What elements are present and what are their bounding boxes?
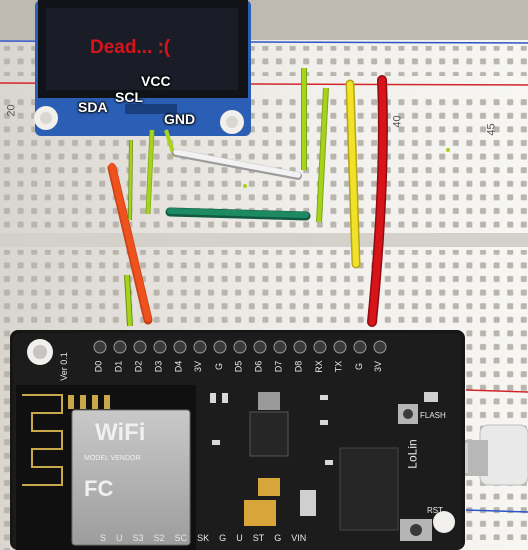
bottom-pin-label: S2 [153, 533, 165, 543]
sda-pin-label: SDA [78, 99, 108, 115]
center-channel [0, 233, 528, 247]
module-model-text: MODEL VENDOR [84, 455, 141, 462]
pin-label-3v: 3V [193, 360, 204, 373]
pin-label-d8: D8 [293, 360, 304, 373]
pin-label-g2: G [354, 362, 365, 371]
pin-label-rx: RX [313, 360, 324, 373]
board-version-label: Ver 0.1 [58, 352, 69, 381]
oled-module [34, 0, 251, 136]
bottom-pin-label: SC [174, 533, 188, 543]
bottom-pin-label: SK [197, 533, 210, 543]
wifi-logo: WiFi [95, 419, 146, 446]
pin-label-d2: D2 [133, 360, 144, 373]
bottom-pin-label: S3 [132, 533, 144, 543]
rail-line-red-bottom [465, 389, 528, 393]
pin-label-d3: D3 [153, 360, 164, 373]
bottom-pin-label: G [274, 533, 282, 543]
pin-label-d0: D0 [93, 360, 104, 373]
bottom-pin-label: U [116, 533, 123, 543]
pin-label-d6: D6 [253, 360, 264, 373]
pin-label-d4: D4 [173, 360, 184, 373]
dead-status-label: Dead... :( [90, 37, 171, 58]
breadboard-number-40: 40 [391, 115, 404, 128]
pin-label-d1: D1 [113, 360, 124, 373]
pin-label-d5: D5 [233, 360, 244, 373]
bottom-pin-label: U [236, 533, 243, 543]
rail-line-blue-bottom [465, 509, 528, 513]
lolin-brand: LoLin [405, 439, 420, 469]
pin-label-d7: D7 [273, 360, 284, 373]
breadboard-number-45: 45 [485, 123, 498, 136]
bottom-pin-label: G [219, 533, 227, 543]
pin-label-tx: TX [333, 360, 344, 373]
gnd-pin-label: GND [164, 111, 196, 127]
fc-mark: FC [84, 476, 114, 501]
vcc-pin-label: VCC [141, 73, 171, 89]
nodemcu-board [10, 330, 465, 550]
wires [107, 68, 450, 327]
pin-label-g: G [214, 362, 225, 371]
pin-label-3v2: 3V [373, 360, 384, 373]
bottom-pin-labels: S U S3 S2 SC SK G U ST G VIN [100, 534, 306, 543]
breadboard-number-20: 20 [5, 104, 18, 117]
flash-button-label: FLASH [420, 411, 446, 420]
rst-button-label: RST [427, 506, 443, 515]
scl-pin-label: SCL [115, 89, 143, 105]
bottom-pin-label: S [100, 533, 107, 543]
bottom-pin-label: VIN [291, 533, 307, 543]
bottom-pin-label: ST [252, 533, 265, 543]
